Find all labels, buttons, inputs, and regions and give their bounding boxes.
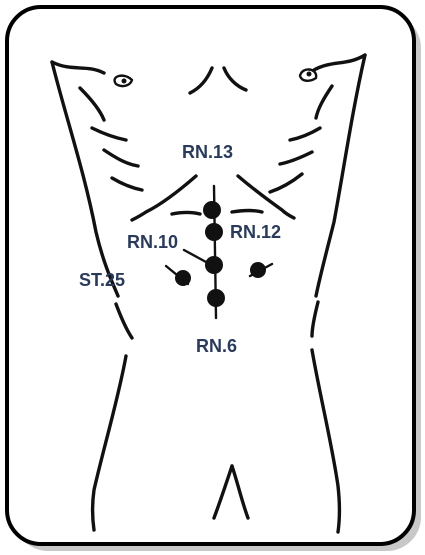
- left-upper-abdominal: [172, 213, 200, 215]
- label-rn6: RN.6: [196, 336, 237, 356]
- label-st25: ST.25: [79, 270, 125, 290]
- point-rn13: [203, 201, 221, 219]
- label-rn13: RN.13: [182, 142, 233, 162]
- frame-border: [7, 7, 414, 544]
- right-nipple-dot: [307, 72, 312, 77]
- point-rn10: [205, 256, 223, 274]
- label-rn12: RN.12: [230, 222, 281, 242]
- right-upper-abdominal: [232, 211, 262, 213]
- point-rn12: [205, 223, 223, 241]
- label-rn10: RN.10: [127, 232, 178, 252]
- left-nipple-dot: [122, 79, 127, 84]
- point-rn6: [207, 289, 225, 307]
